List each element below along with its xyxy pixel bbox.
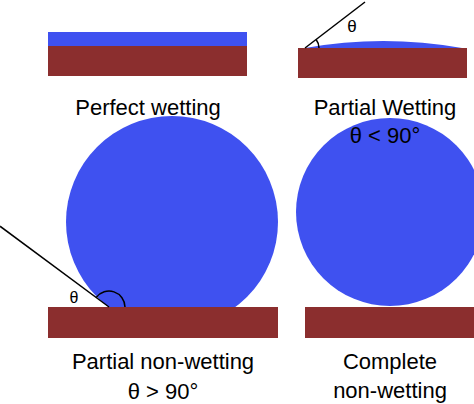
substrate <box>48 307 278 338</box>
angle-symbol: θ <box>70 290 79 306</box>
angle-symbol: θ <box>347 18 356 37</box>
liquid-drop <box>296 118 474 306</box>
angle-arc <box>316 40 319 49</box>
angle-arc <box>96 291 125 307</box>
liquid-drop <box>66 116 278 328</box>
substrate <box>48 46 247 76</box>
panel-caption: Complete non-wetting <box>320 348 460 404</box>
panel-caption: Partial non-wetting <box>72 348 254 377</box>
panel-caption: Perfect wetting <box>75 94 221 123</box>
liquid-film <box>48 32 247 46</box>
angle-condition: θ > 90° <box>128 378 199 404</box>
tangent-line <box>0 226 109 307</box>
substrate <box>298 48 467 78</box>
tangent-line <box>305 2 365 48</box>
substrate <box>305 307 474 338</box>
panel-caption: Partial Wetting <box>314 94 457 123</box>
liquid-lens <box>305 41 462 48</box>
angle-condition: θ < 90° <box>350 122 421 151</box>
